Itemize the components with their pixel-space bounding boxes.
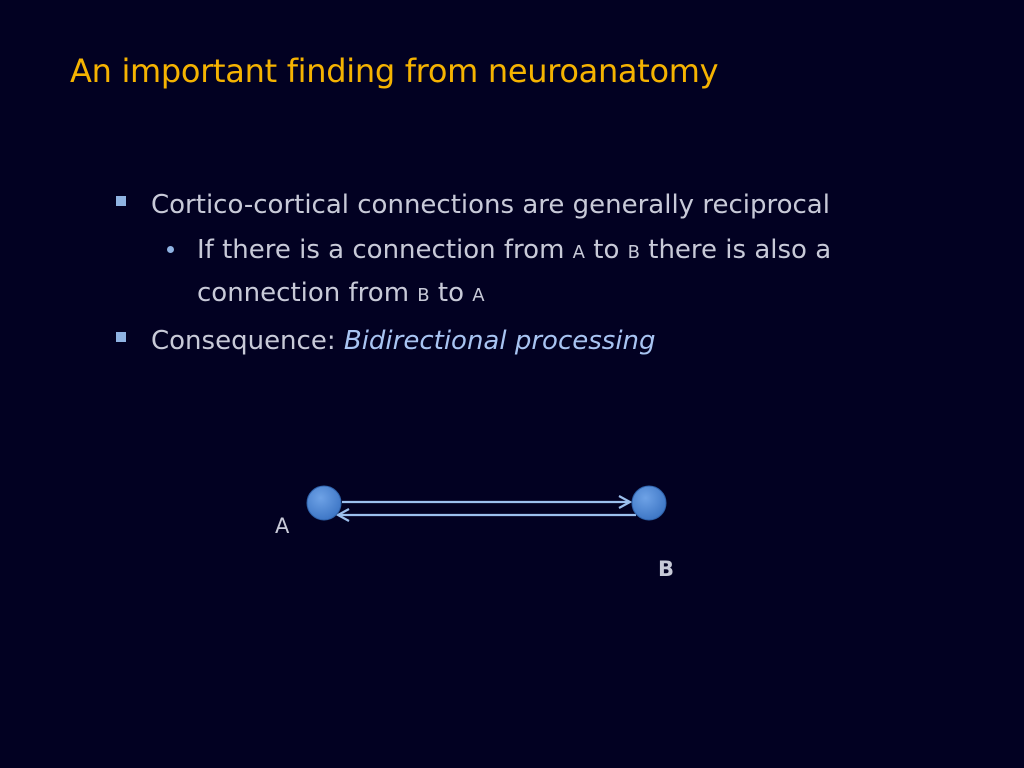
arrowhead-a-icon [335, 508, 350, 522]
sub-bullet-text-2: to [584, 235, 628, 265]
sub-bullet-text-4: to [429, 278, 473, 308]
round-bullet-icon [167, 246, 174, 253]
node-ref-b: B [627, 242, 640, 263]
node-ref-b: B [417, 285, 430, 306]
node-ref-a: A [472, 285, 485, 306]
arrowhead-b-icon [618, 495, 633, 509]
bullet-list: Cortico-cortical connections are general… [113, 188, 933, 372]
bullet-consequence-prefix: Consequence: [151, 326, 344, 356]
node-a-label: A [275, 514, 290, 538]
sub-bullet-connection: If there is a connection from A to B the… [167, 230, 897, 316]
bullet-consequence: Consequence: Bidirectional processing [113, 324, 933, 358]
square-bullet-icon [116, 332, 126, 342]
node-ref-a: A [572, 242, 585, 263]
bullet-consequence-emphasis: Bidirectional processing [343, 326, 656, 356]
node-b-label: B [658, 557, 675, 581]
square-bullet-icon [116, 196, 126, 206]
sub-bullet-text-1: If there is a connection from [197, 235, 573, 265]
node-a [306, 485, 342, 521]
node-b [631, 485, 667, 521]
bullet-reciprocal-text: Cortico-cortical connections are general… [151, 190, 830, 220]
bullet-reciprocal: Cortico-cortical connections are general… [113, 188, 933, 222]
sub-bullet-text-3: there is also a connection from [197, 235, 832, 308]
slide-title: An important finding from neuroanatomy [70, 52, 719, 90]
